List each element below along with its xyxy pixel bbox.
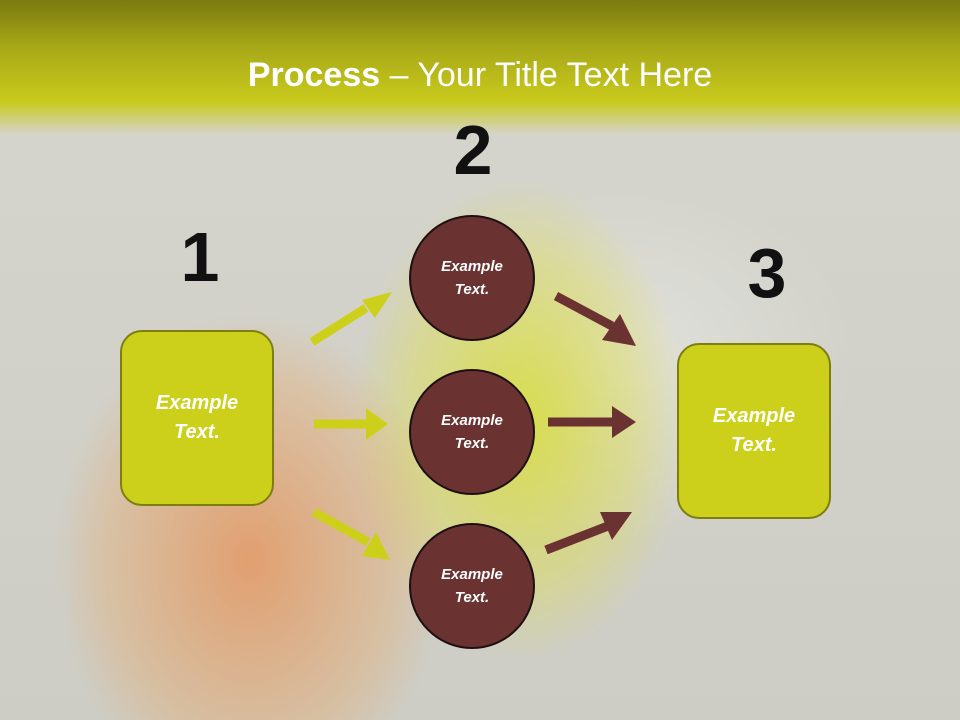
arrow-to-middle-circle <box>314 408 388 440</box>
step-2-top-circle: Example Text. <box>409 215 535 341</box>
step-2-bottom-circle: Example Text. <box>409 523 535 649</box>
step-2-middle-circle: Example Text. <box>409 369 535 495</box>
title-bold: Process <box>247 56 381 94</box>
step-1-number: 1 <box>180 218 220 296</box>
step-2-middle-text: Example Text. <box>441 412 503 452</box>
arrow-top-to-box-3 <box>553 292 636 346</box>
arrow-to-bottom-circle <box>311 508 390 560</box>
arrow-middle-to-box-3 <box>548 406 636 438</box>
step-1-box: Example Text. <box>120 330 274 506</box>
header-band <box>0 0 960 135</box>
step-2-top-text: Example Text. <box>441 258 503 298</box>
step-3-number: 3 <box>747 234 787 312</box>
step-1-text: Example Text. <box>155 392 239 443</box>
arrow-to-top-circle <box>309 292 392 346</box>
step-2-number: 2 <box>453 111 493 189</box>
slide-title: Process – Your Title Text Here <box>0 52 960 98</box>
step-2-bottom-text: Example Text. <box>441 566 503 606</box>
arrow-bottom-to-box-3 <box>544 512 632 555</box>
title-rest: – Your Title Text Here <box>380 56 713 94</box>
step-3-box: Example Text. <box>677 343 831 519</box>
step-3-text: Example Text. <box>712 405 796 456</box>
